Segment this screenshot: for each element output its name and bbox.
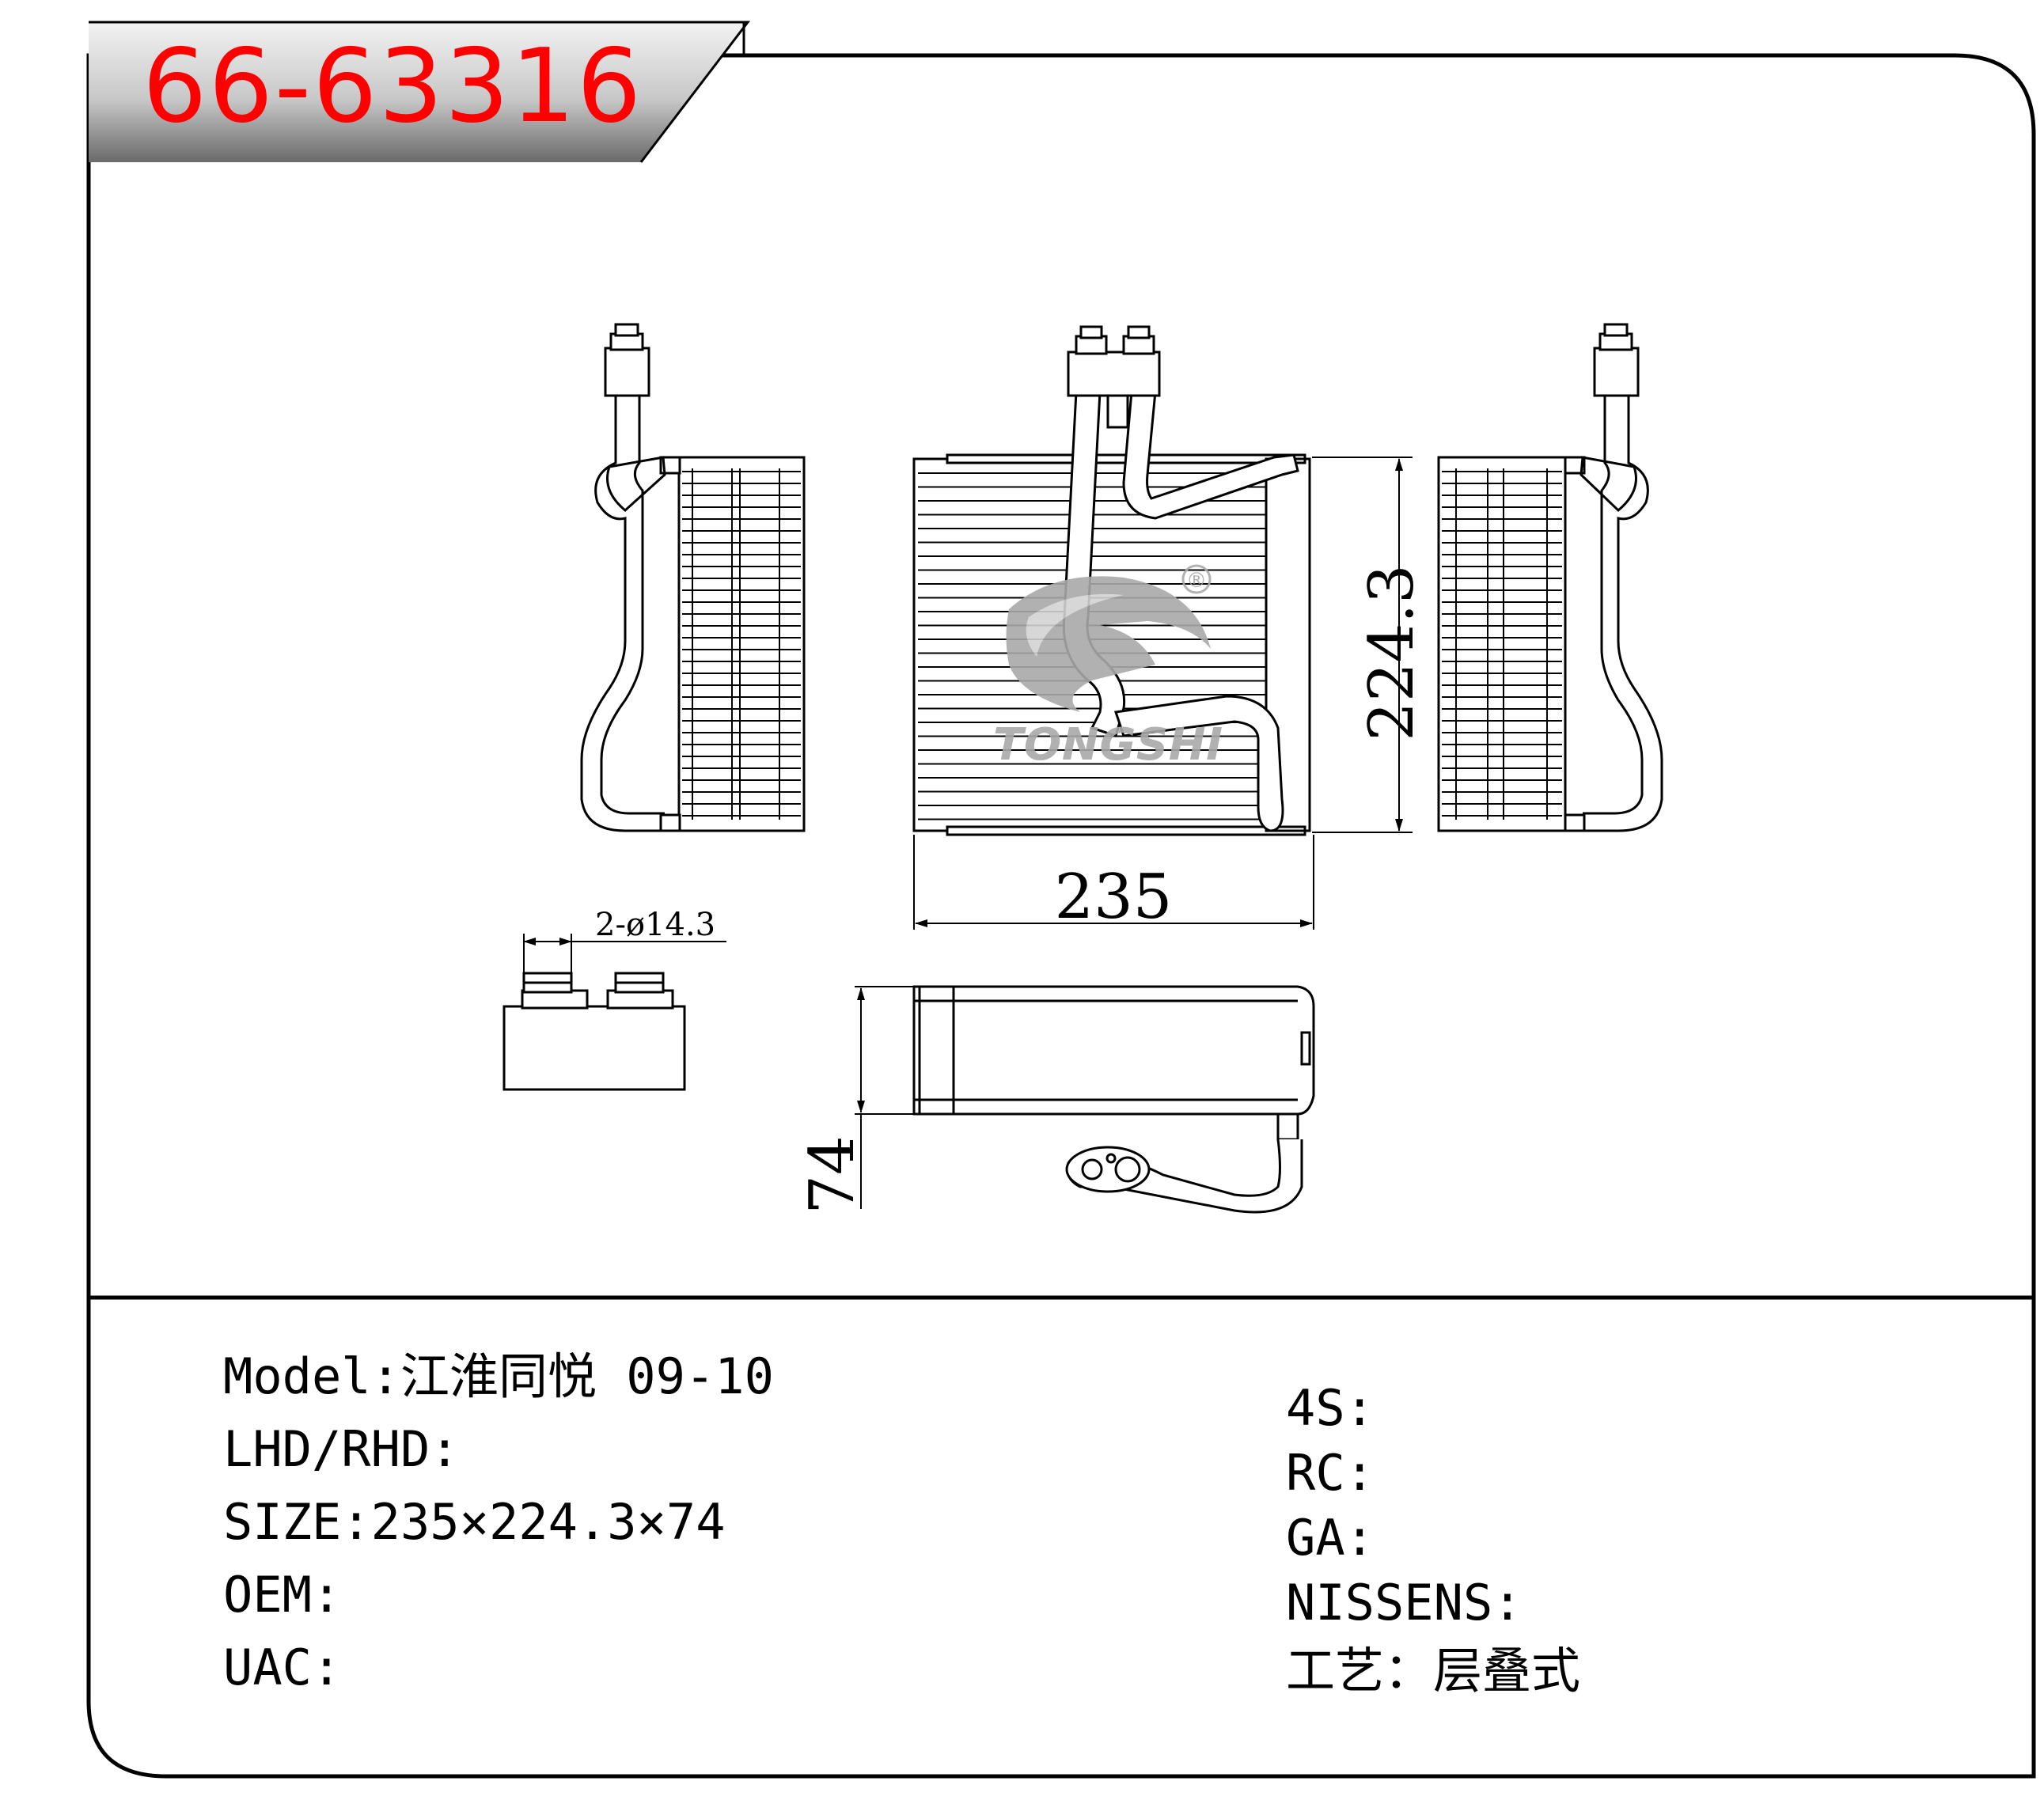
spec-process: 工艺：层叠式 [1286, 1639, 1580, 1703]
part-number-title: 66-63316 [142, 28, 643, 146]
spec-size: SIZE:235×224.3×74 [223, 1491, 726, 1554]
spec-nissens: NISSENS: [1286, 1571, 1523, 1635]
spec-value: 层叠式 [1433, 1642, 1581, 1700]
dimension-depth: 74 [797, 1135, 868, 1214]
spec-label: RC [1286, 1444, 1345, 1502]
spec-uac: UAC: [223, 1636, 341, 1700]
spec-label: SIZE [223, 1493, 342, 1551]
header-band [89, 21, 751, 163]
spec-sep: : [341, 1493, 371, 1551]
left-side-view [580, 323, 806, 832]
fitting-detail-view [502, 972, 686, 1091]
dimension-pipe-spec: 2-ø14.3 [595, 907, 715, 943]
spec-label: LHD/RHD [223, 1420, 430, 1478]
spec-label: NISSENS [1286, 1574, 1493, 1631]
spec-label: Model [223, 1347, 371, 1405]
spec-value: 江淮同悦 09-10 [400, 1347, 774, 1405]
spec-sep: : [311, 1566, 342, 1624]
registered-mark: ® [1186, 569, 1207, 593]
spec-label: 4S [1286, 1379, 1345, 1437]
spec-ga: GA: [1286, 1506, 1375, 1570]
brand-watermark: TONGSHI [993, 719, 1223, 771]
spec-label: UAC [223, 1639, 312, 1696]
spec-sep: : [1344, 1379, 1375, 1437]
spec-sep: : [430, 1420, 460, 1478]
spec-value: 235×224.3×74 [370, 1493, 726, 1551]
spec-4s: 4S: [1286, 1377, 1375, 1440]
spec-rc: RC: [1286, 1442, 1375, 1505]
right-side-view [1437, 323, 1663, 832]
spec-label: 工艺 [1286, 1642, 1385, 1700]
spec-sep: ： [1384, 1642, 1434, 1700]
spec-sep: : [1492, 1574, 1523, 1631]
spec-oem: OEM: [223, 1563, 341, 1627]
spec-lhd-rhd: LHD/RHD: [223, 1418, 460, 1481]
spec-label: GA [1286, 1509, 1345, 1567]
spec-sep: : [1344, 1509, 1375, 1567]
dimension-height: 224.3 [1356, 564, 1428, 741]
outer-frame [86, 53, 2036, 1779]
spec-sep: : [1344, 1444, 1375, 1502]
spec-sep: : [370, 1347, 400, 1405]
tongshi-logo: ® TONGSHI [993, 564, 1223, 771]
spec-model: Model:江淮同悦 09-10 [223, 1345, 774, 1408]
dimension-width: 235 [1055, 862, 1173, 933]
spec-sep: : [311, 1639, 342, 1696]
spec-label: OEM [223, 1566, 312, 1624]
top-view [912, 985, 1315, 1214]
dimension-lines [523, 457, 1413, 1209]
